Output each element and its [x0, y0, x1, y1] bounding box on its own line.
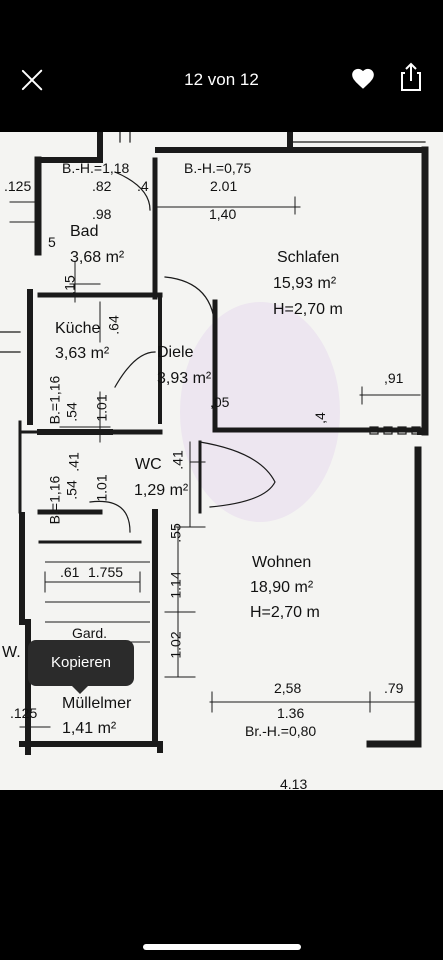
room-wohnen-area: 18,90 m² — [250, 579, 314, 596]
room-wohnen-height: H=2,70 m — [250, 604, 320, 621]
copy-label: Kopieren — [50, 654, 112, 671]
floor-plan-photo: Bad 3,68 m² Küche 3,63 m² Diele 3,93 m² … — [0, 132, 443, 790]
room-muell-name: Müllelmer — [62, 695, 132, 712]
dim-05: ,05 — [210, 394, 230, 410]
label-w: W. — [2, 644, 21, 661]
dim-41-wc: .41 — [169, 450, 186, 470]
dim-1755: 1.755 — [88, 564, 124, 580]
tooltip-arrow — [72, 686, 88, 694]
dim-91: ,91 — [384, 370, 404, 386]
dim-82: .82 — [92, 178, 112, 194]
room-schlafen-height: H=2,70 m — [273, 301, 343, 318]
dim-br-h: Br.-H.=0,80 — [245, 723, 317, 739]
room-muell-area: 1,41 m² — [62, 720, 117, 737]
home-indicator[interactable] — [143, 944, 301, 950]
room-wc-name: WC — [135, 456, 162, 473]
room-bad-area: 3,68 m² — [70, 249, 125, 266]
room-schlafen-name: Schlafen — [277, 249, 340, 266]
dim-bh-075: B.-H.=0,75 — [184, 160, 252, 176]
dim-101-lower: 1.01 — [93, 474, 110, 502]
dim-61: .61 — [60, 564, 80, 580]
dim-125-bottom: .125 — [10, 705, 38, 721]
dim-4: .4 — [137, 178, 149, 194]
dim-15: .15 — [61, 275, 78, 295]
dim-79: .79 — [384, 680, 404, 696]
dim-5: 5 — [48, 234, 56, 250]
room-wc-area: 1,29 m² — [134, 482, 189, 499]
dim-413: 4.13 — [280, 776, 308, 790]
dim-54-upper: .54 — [63, 402, 80, 422]
dim-140: 1,40 — [209, 206, 237, 222]
viewer-toolbar: 12 von 12 — [0, 0, 443, 130]
room-bad-name: Bad — [70, 223, 99, 240]
dim-64: .64 — [105, 315, 122, 335]
dim-bh-118: B.-H.=1,18 — [62, 160, 130, 176]
room-schlafen-area: 15,93 m² — [273, 275, 337, 292]
dim-201: 2.01 — [210, 178, 238, 194]
room-kueche-name: Küche — [55, 320, 101, 337]
copy-menu-button[interactable]: Kopieren — [28, 640, 134, 694]
room-kueche-area: 3,63 m² — [55, 345, 110, 362]
dim-101-upper: 1.01 — [93, 394, 110, 422]
dim-54-lower: .54 — [63, 480, 80, 500]
dim-b116-upper: B.=1,16 — [46, 375, 63, 425]
room-gard-name: Gard. — [72, 625, 108, 641]
dim-258: 2,58 — [274, 680, 302, 696]
dim-55: .55 — [167, 523, 184, 543]
share-icon[interactable] — [398, 62, 424, 92]
room-diele-area: 3,93 m² — [157, 370, 212, 387]
dim-b116-lower: B.=1,16 — [46, 475, 63, 525]
image-counter: 12 von 12 — [184, 70, 259, 89]
dim-41-left: .41 — [65, 452, 82, 472]
dim-4-right: ,4 — [311, 412, 328, 424]
heart-icon[interactable] — [350, 66, 376, 92]
room-wohnen-name: Wohnen — [252, 554, 312, 571]
dim-125-top: .125 — [4, 178, 32, 194]
room-diele-name: Diele — [157, 344, 194, 361]
dim-114: 1.14 — [167, 571, 184, 599]
dim-102: 1.02 — [167, 631, 184, 659]
dim-136: 1.36 — [277, 705, 305, 721]
dim-98: .98 — [92, 206, 112, 222]
